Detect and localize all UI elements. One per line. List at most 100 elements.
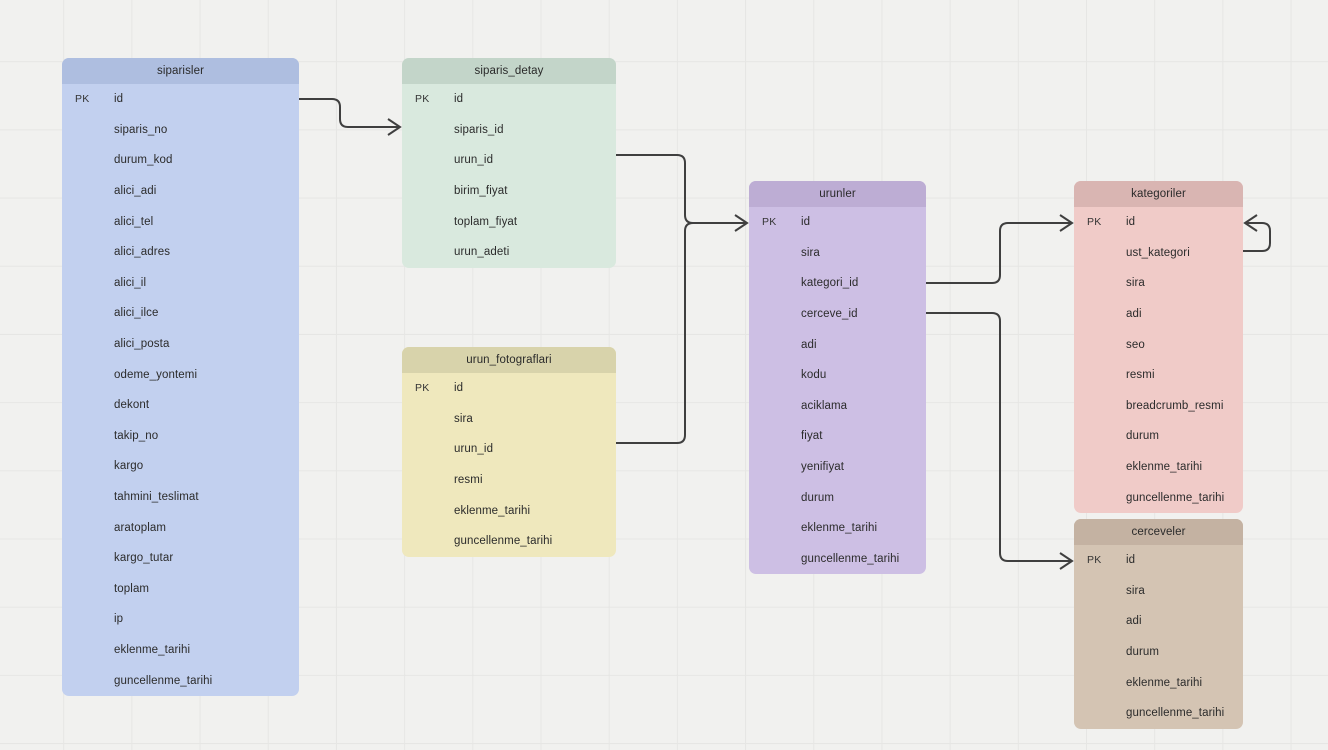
field-row[interactable]: toplam: [62, 574, 299, 605]
field-row[interactable]: durum: [1074, 421, 1243, 452]
field-name: adi: [801, 338, 817, 351]
field-row[interactable]: urun_adeti: [402, 237, 616, 268]
field-name: adi: [1126, 615, 1142, 628]
field-row[interactable]: guncellenme_tarihi: [1074, 482, 1243, 513]
field-row[interactable]: alici_tel: [62, 206, 299, 237]
field-row[interactable]: fiyat: [749, 421, 926, 452]
field-row[interactable]: ust_kategori: [1074, 238, 1243, 269]
field-row[interactable]: adi: [1074, 299, 1243, 330]
field-row[interactable]: adi: [749, 329, 926, 360]
field-row[interactable]: seo: [1074, 329, 1243, 360]
field-name: sira: [1126, 584, 1145, 597]
field-name: ip: [114, 613, 124, 626]
field-row[interactable]: sira: [749, 238, 926, 269]
field-row[interactable]: eklenme_tarihi: [62, 635, 299, 666]
field-row[interactable]: toplam_fiyat: [402, 206, 616, 237]
field-row[interactable]: aciklama: [749, 391, 926, 422]
field-row[interactable]: siparis_id: [402, 115, 616, 146]
table-title-siparis_detay: siparis_detay: [402, 58, 616, 84]
field-row[interactable]: durum: [749, 482, 926, 513]
field-name: id: [1126, 216, 1136, 229]
field-name: siparis_id: [454, 123, 504, 136]
field-row[interactable]: siparis_no: [62, 115, 299, 146]
field-row[interactable]: durum_kod: [62, 145, 299, 176]
table-title-kategoriler: kategoriler: [1074, 181, 1243, 207]
field-name: kargo: [114, 460, 144, 473]
field-row[interactable]: eklenme_tarihi: [749, 513, 926, 544]
field-name: id: [454, 93, 464, 106]
field-name: durum: [801, 491, 835, 504]
field-name: breadcrumb_resmi: [1126, 399, 1224, 412]
field-row[interactable]: eklenme_tarihi: [1074, 452, 1243, 483]
field-row[interactable]: resmi: [1074, 360, 1243, 391]
field-row[interactable]: eklenme_tarihi: [402, 495, 616, 526]
field-row[interactable]: kodu: [749, 360, 926, 391]
table-title-siparisler: siparisler: [62, 58, 299, 84]
field-row[interactable]: odeme_yontemi: [62, 359, 299, 390]
field-row[interactable]: alici_ilce: [62, 298, 299, 329]
field-row[interactable]: guncellenme_tarihi: [402, 526, 616, 557]
field-row[interactable]: urun_id: [402, 434, 616, 465]
table-title-urun_fotograflari: urun_fotograflari: [402, 347, 616, 373]
field-row[interactable]: kargo_tutar: [62, 543, 299, 574]
field-name: sira: [454, 412, 473, 425]
field-name: seo: [1126, 338, 1145, 351]
field-name: id: [454, 382, 464, 395]
relationship-urunler-to-kategoriler: [926, 214, 1074, 284]
field-name: kategori_id: [801, 277, 859, 290]
field-name: yenifiyat: [801, 461, 845, 474]
field-row[interactable]: takip_no: [62, 421, 299, 452]
field-row[interactable]: yenifiyat: [749, 452, 926, 483]
field-row[interactable]: urun_id: [402, 145, 616, 176]
field-row[interactable]: ip: [62, 604, 299, 635]
field-name: guncellenme_tarihi: [1126, 707, 1225, 720]
field-row[interactable]: kargo: [62, 451, 299, 482]
field-name: alici_adi: [114, 185, 157, 198]
field-row[interactable]: alici_posta: [62, 329, 299, 360]
field-name: alici_posta: [114, 338, 170, 351]
field-row[interactable]: resmi: [402, 465, 616, 496]
field-row[interactable]: eklenme_tarihi: [1074, 667, 1243, 698]
field-name: resmi: [1126, 369, 1155, 382]
field-name: dekont: [114, 399, 150, 412]
field-row[interactable]: dekont: [62, 390, 299, 421]
field-row[interactable]: breadcrumb_resmi: [1074, 391, 1243, 422]
field-row[interactable]: alici_il: [62, 268, 299, 299]
field-row[interactable]: guncellenme_tarihi: [749, 544, 926, 575]
field-name: eklenme_tarihi: [454, 504, 531, 517]
field-row[interactable]: durum: [1074, 637, 1243, 668]
field-name: ust_kategori: [1126, 246, 1190, 259]
field-row[interactable]: guncellenme_tarihi: [1074, 698, 1243, 729]
field-row[interactable]: guncellenme_tarihi: [62, 665, 299, 696]
field-row[interactable]: cerceve_id: [749, 299, 926, 330]
field-row[interactable]: sira: [1074, 268, 1243, 299]
field-name: id: [801, 216, 811, 229]
field-name: id: [1126, 554, 1136, 567]
field-row[interactable]: alici_adi: [62, 176, 299, 207]
field-row[interactable]: aratoplam: [62, 512, 299, 543]
field-row[interactable]: alici_adres: [62, 237, 299, 268]
field-row[interactable]: birim_fiyat: [402, 176, 616, 207]
field-name: eklenme_tarihi: [1126, 461, 1203, 474]
field-row[interactable]: sira: [402, 404, 616, 435]
field-row[interactable]: sira: [1074, 576, 1243, 607]
field-row[interactable]: adi: [1074, 606, 1243, 637]
field-row[interactable]: tahmini_teslimat: [62, 482, 299, 513]
field-row[interactable]: kategori_id: [749, 268, 926, 299]
